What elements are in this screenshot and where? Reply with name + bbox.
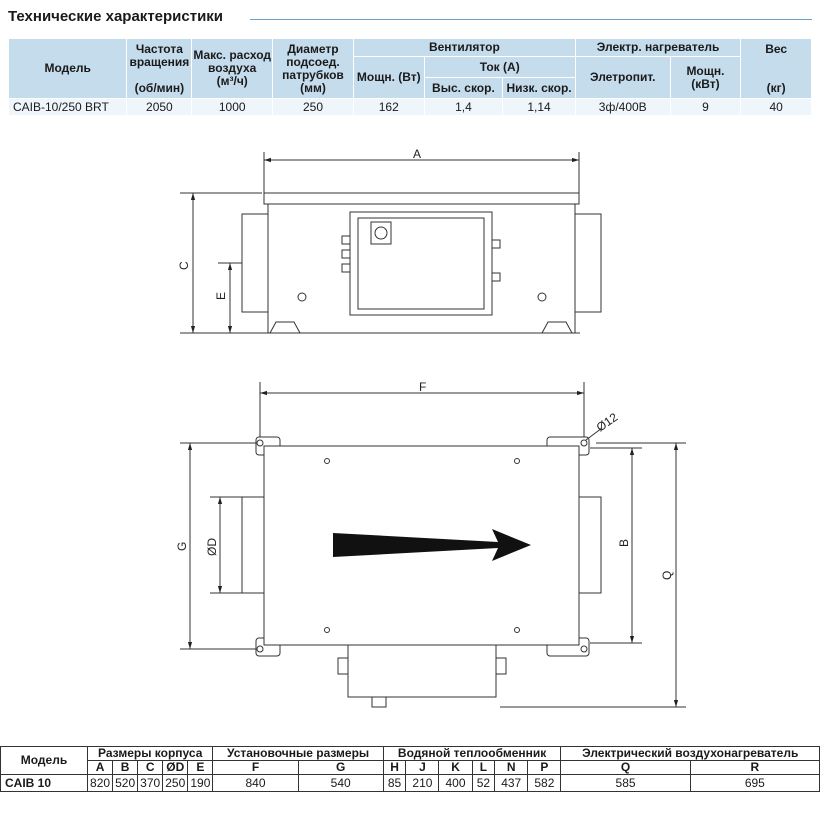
dims-value-cell: 85 [382, 774, 407, 792]
spec-cell: 162 [352, 98, 425, 116]
dim-label-q: Q [660, 571, 674, 580]
spec-h-supply: Элетропит. [574, 56, 671, 99]
dims-value-cell: 370 [137, 774, 164, 792]
dims-col-header: H [382, 760, 407, 775]
spec-row: CAIB-10/250 BRT 2050 1000 250 162 1,4 1,… [7, 98, 812, 116]
spec-cell: 1,14 [502, 98, 576, 116]
dims-col-header: A [86, 760, 114, 775]
spec-table: Модель Частота вращения(об/мин) Макс. ра… [7, 38, 812, 116]
spec-h-current: Ток (А) [423, 56, 576, 78]
spec-h-model: Модель [7, 38, 128, 99]
dims-col-header: C [137, 760, 164, 775]
dims-col-header: N [494, 760, 529, 775]
dims-h-water: Водяной теплообменник [382, 746, 562, 761]
dims-col-header: L [471, 760, 496, 775]
dim-label-c: C [177, 261, 191, 270]
spec-h-high: Выс. скор. [423, 77, 504, 99]
dims-h-model: Модель [0, 746, 88, 775]
spec-cell: 9 [669, 98, 742, 116]
dims-value-cell: 695 [689, 774, 820, 792]
dims-col-header: K [438, 760, 473, 775]
front-view [180, 152, 602, 334]
dims-col-header: F [212, 760, 299, 775]
spec-cell: 1000 [191, 98, 274, 116]
dims-value-cell: 582 [527, 774, 562, 792]
spec-h-rpm: Частота вращения(об/мин) [126, 38, 193, 99]
dims-h-mount: Установочные размеры [212, 746, 384, 761]
dim-label-d: ØD [205, 538, 219, 556]
dim-label-a: A [413, 147, 421, 161]
dims-value-cell: 820 [86, 774, 114, 792]
dims-value-cell: 437 [494, 774, 529, 792]
dimensions-table: Модель Размеры корпуса Установочные разм… [0, 746, 820, 792]
spec-h-air: Макс. расход воздуха(м³/ч) [191, 38, 274, 99]
spec-cell: 2050 [126, 98, 193, 116]
dims-model-cell: CAIB 10 [0, 774, 88, 792]
dims-value-cell: 52 [471, 774, 496, 792]
dim-label-b: B [617, 539, 631, 547]
dims-col-header: G [297, 760, 384, 775]
dims-value-cell: 190 [187, 774, 214, 792]
spec-cell: 250 [272, 98, 354, 116]
dim-label-g: G [175, 542, 189, 551]
spec-h-diam: Диаметр подсоед. патрубков(мм) [272, 38, 354, 99]
dims-col-header: Q [560, 760, 691, 775]
dims-value-cell: 585 [560, 774, 691, 792]
dims-h-elec: Электрический воздухонагреватель [560, 746, 820, 761]
page-title: Технические характеристики [8, 8, 224, 25]
dims-h-body: Размеры корпуса [86, 746, 214, 761]
spec-cell: 3ф/400В [574, 98, 671, 116]
spec-h-low: Низк. скор. [502, 77, 576, 99]
dims-value-cell: 250 [162, 774, 189, 792]
spec-cell: 1,4 [423, 98, 504, 116]
dims-col-header: P [527, 760, 562, 775]
dims-col-header: ØD [162, 760, 189, 775]
dims-value-cell: 540 [297, 774, 384, 792]
title-rule [250, 19, 812, 20]
dims-value-cell: 520 [112, 774, 139, 792]
dims-value-cell: 400 [438, 774, 473, 792]
spec-h-weight: Вес(кг) [740, 38, 812, 99]
dims-col-header: E [187, 760, 214, 775]
spec-cell: CAIB-10/250 BRT [7, 98, 128, 116]
dim-label-f: F [419, 380, 426, 394]
spec-h-heater: Электр. нагреватель [574, 38, 742, 57]
dims-col-header: J [405, 760, 440, 775]
dims-value-cell: 840 [212, 774, 299, 792]
spec-cell: 40 [740, 98, 812, 116]
dim-label-e: E [214, 292, 228, 300]
airflow-arrow-icon [333, 529, 531, 561]
dims-col-header: R [689, 760, 820, 775]
spec-h-hpower: Мощн. (кВт) [669, 56, 742, 99]
dims-value-cell: 210 [405, 774, 440, 792]
dims-col-header: B [112, 760, 139, 775]
